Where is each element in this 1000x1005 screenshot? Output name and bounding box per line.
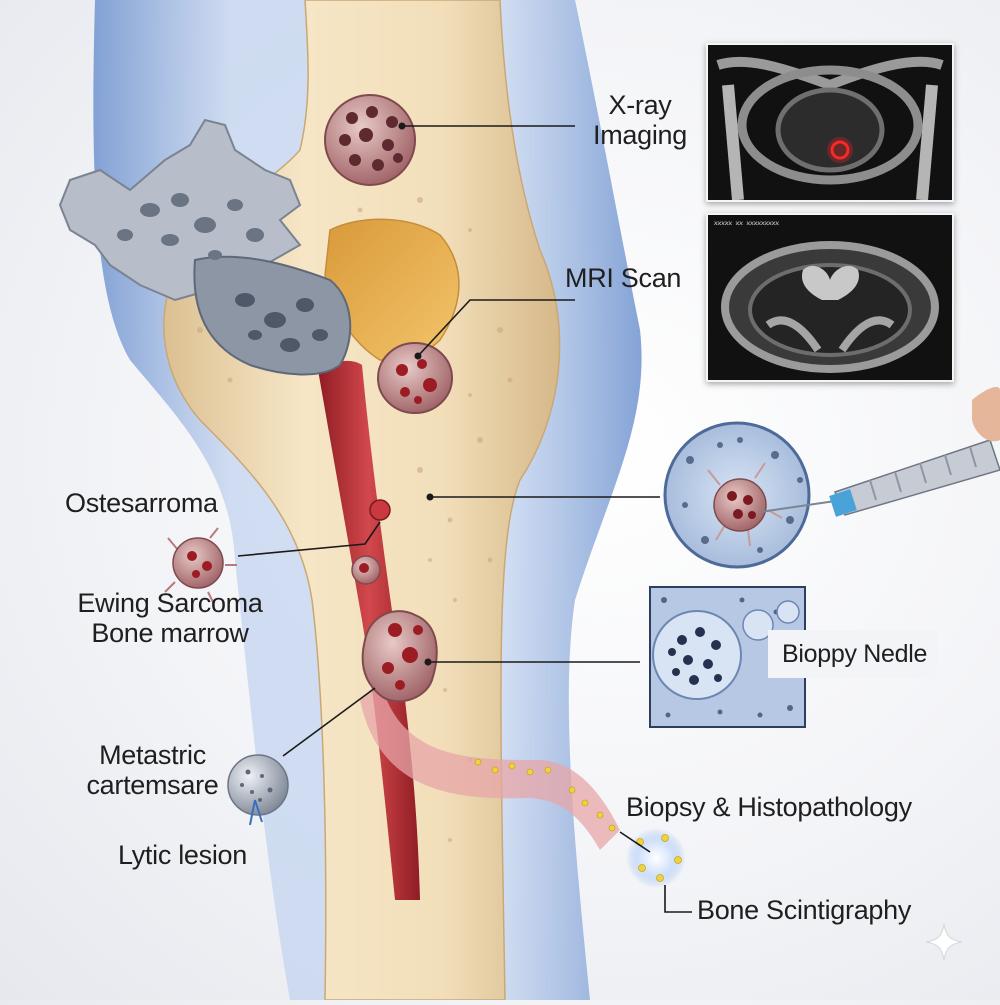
mri-panel: ϰϰϰϰϰ ϰϰ ϰϰϰϰϰϰϰϰϰ bbox=[706, 213, 954, 382]
metastatic-label-line1: Metastric bbox=[99, 740, 206, 770]
metastatic-label-line2: cartemsare bbox=[86, 770, 219, 801]
osteosarcoma-cell-icon bbox=[164, 527, 237, 605]
xray-label-line1: X-ray bbox=[608, 90, 672, 120]
biopsy-histopathology-label: Biopsy & Histopathology bbox=[626, 792, 912, 822]
tracer-dots bbox=[474, 758, 616, 832]
leader-lines bbox=[237, 125, 692, 913]
mri-image: ϰϰϰϰϰ ϰϰ ϰϰϰϰϰϰϰϰϰ bbox=[708, 215, 952, 380]
osteosarcoma-label: Ostesarroma bbox=[65, 488, 218, 518]
xray-label-line2: Imaging bbox=[593, 120, 687, 151]
hotspot-dots bbox=[636, 834, 682, 882]
mri-header-text: ϰϰϰϰϰ ϰϰ ϰϰϰϰϰϰϰϰϰ bbox=[714, 220, 779, 227]
porous-mass bbox=[58, 118, 352, 376]
tumor-upper bbox=[324, 94, 416, 186]
xray-label: X-ray Imaging bbox=[580, 90, 700, 150]
biopsy-needle-icon bbox=[759, 387, 1000, 517]
ewing-sarcoma-label: Ewing Sarcoma Bone marrow bbox=[60, 588, 280, 648]
leader-dots bbox=[398, 122, 434, 666]
lytic-lesion-label: Lytic lesion bbox=[118, 840, 247, 870]
metastatic-sphere-icon bbox=[227, 754, 289, 826]
tumor-small-b bbox=[351, 555, 381, 585]
medullary-cavity bbox=[324, 218, 460, 361]
ewing-label-line1: Ewing Sarcoma bbox=[77, 588, 263, 618]
metastatic-label: Metastric cartemsare bbox=[65, 740, 240, 800]
xray-panel bbox=[706, 43, 954, 202]
sparkle-icon bbox=[925, 923, 963, 961]
tumor-small-a bbox=[369, 499, 391, 521]
tracer-vessel bbox=[360, 680, 620, 850]
bone-scintigraphy-label: Bone Scintigraphy bbox=[697, 895, 912, 925]
tumor-cavity bbox=[377, 342, 453, 414]
biopsy-needle-label-bg bbox=[768, 630, 938, 678]
xray-image bbox=[708, 45, 952, 200]
tumor-lower bbox=[361, 610, 438, 703]
biopsy-needle-label: Bioppy Nedle bbox=[782, 640, 928, 668]
mri-label: MRI Scan bbox=[565, 263, 682, 293]
ewing-label-line2: Bone marrow bbox=[91, 618, 249, 649]
biopsy-zoom-circle bbox=[663, 421, 811, 569]
